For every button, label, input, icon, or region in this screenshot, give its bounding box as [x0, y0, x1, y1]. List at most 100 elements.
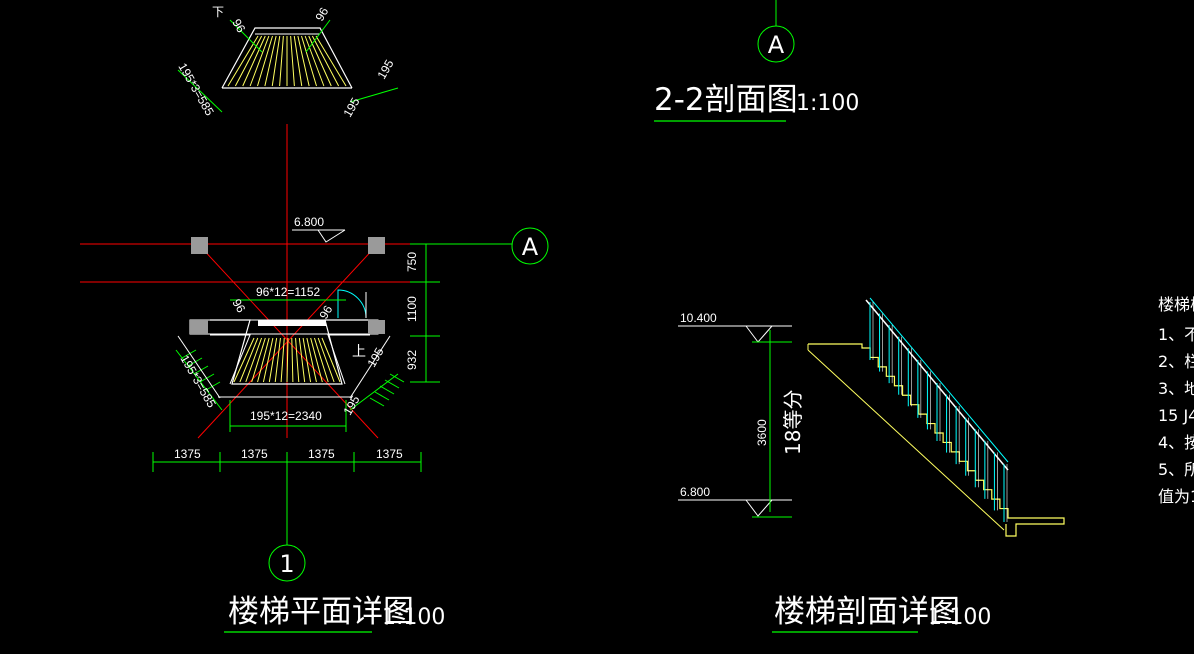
- top-tread-line: [279, 35, 284, 87]
- column-slab-right: [368, 320, 385, 334]
- plan-side-tick-left: [205, 381, 221, 391]
- top-side-right-dim: 195: [374, 57, 396, 82]
- axis-a-label: A: [522, 233, 539, 261]
- section-scale: 1:100: [928, 605, 991, 630]
- top-fragment-outline: [221, 27, 353, 89]
- wall-right-outer: [349, 335, 391, 399]
- plan-tread-line: [239, 337, 259, 383]
- axis-diagonal-left: [199, 245, 379, 439]
- top-dim-line-right: [349, 87, 399, 103]
- column-left: [191, 237, 208, 254]
- top-small-96: 96: [229, 17, 248, 36]
- plan-side-left-line: [175, 349, 223, 411]
- plan-side-right-line: [349, 373, 399, 411]
- plan-side-tick-right: [379, 385, 395, 395]
- axis-a-bubble: [511, 227, 549, 265]
- section-22-scale: 1:100: [796, 91, 859, 116]
- plan-tread-line: [286, 337, 289, 383]
- railing-handrail-inner: [869, 297, 1009, 463]
- dim-tread-top: 96*12=1152: [256, 285, 321, 299]
- dim-bottom-3: 1375: [308, 447, 335, 461]
- dim-right-932: 932: [405, 350, 419, 370]
- dim-bottom-4: 1375: [376, 447, 403, 461]
- section-height: 3600: [755, 419, 769, 446]
- dim-bottom-1: 1375: [174, 447, 201, 461]
- top-treads: [227, 35, 347, 87]
- notes-item-4: 15 J4: [1158, 406, 1194, 425]
- plan-tread-line: [280, 337, 285, 383]
- top-tread-line: [304, 35, 325, 87]
- column-slab-left: [190, 320, 208, 334]
- section-title: 楼梯剖面详图: [774, 594, 960, 630]
- axis-diagonal-right: [197, 245, 377, 439]
- stair-section: 10.400 6.800 3600 18等分 楼梯剖面详图 1:100: [678, 297, 1065, 633]
- plan-small-96-left: 96: [229, 297, 248, 316]
- notes-item-3: 3、地: [1158, 379, 1194, 398]
- plan-side-tick-left: [187, 357, 203, 367]
- notes-item-1: 1、不: [1158, 325, 1194, 344]
- notes-item-2: 2、栏: [1158, 352, 1194, 371]
- plan-tread-line: [262, 337, 274, 383]
- plan-tread-line: [321, 337, 341, 383]
- section-stair-soffit: [807, 349, 1005, 531]
- plan-side-tick-right: [389, 373, 405, 383]
- section-22-title: 2-2剖面图: [654, 82, 798, 118]
- plan-up-label: 上: [352, 343, 366, 359]
- plan-side-tick-right: [369, 397, 385, 407]
- plan-side-right-dim: 195: [364, 345, 386, 370]
- top-tread-line: [311, 35, 340, 87]
- section-divisions: 18等分: [781, 390, 805, 455]
- section-stair-profile: [808, 343, 1065, 537]
- plan-tread-line: [233, 337, 255, 383]
- top-tread-line: [301, 35, 317, 87]
- level-bottom-triangle: [745, 499, 773, 517]
- plan-title: 楼梯平面详图: [228, 594, 414, 630]
- top-side-left-dim: 195*3=585: [175, 61, 216, 119]
- top-tread-line: [290, 35, 295, 87]
- top-dim-line-96: [229, 19, 263, 53]
- plan-tread-line: [298, 337, 306, 383]
- top-dim-line-left: [177, 69, 223, 113]
- plan-tread-line: [295, 337, 300, 383]
- plan-stair-right-edge: [327, 334, 370, 385]
- plan-tread-line: [245, 337, 263, 383]
- axis-a-top-label: A: [768, 31, 785, 59]
- door-swing: [337, 289, 367, 319]
- plan-tread-line: [274, 337, 281, 383]
- plan-tread-line: [302, 337, 312, 383]
- top-tread-line: [249, 35, 270, 87]
- section-stairs: [807, 343, 1065, 537]
- section-22-header: A 2-2剖面图 1:100: [654, 0, 859, 122]
- wall-left-outer: [177, 335, 221, 399]
- plan-tread-line: [268, 337, 278, 383]
- top-small-96-right: 96: [312, 5, 331, 24]
- notes-title: 楼梯栏: [1158, 295, 1194, 314]
- notes-block: 楼梯栏 1、不 2、栏 3、地 15 J4 4、按 5、所 值为1: [1158, 295, 1194, 506]
- dim-tread-bottom: 195*12=2340: [250, 409, 322, 423]
- top-down-label: 下: [212, 5, 224, 19]
- level-top-triangle: [745, 325, 773, 343]
- plan-side-tick-right: [384, 379, 400, 389]
- top-tread-line: [227, 35, 259, 87]
- axis-1-label: 1: [279, 550, 294, 578]
- top-tread-line: [315, 35, 347, 87]
- axis-a-top-bubble: [757, 25, 795, 63]
- railing-bar: [258, 320, 326, 326]
- top-tread-line: [234, 35, 263, 87]
- plan-tread-line: [251, 337, 266, 383]
- notes-item-7: 值为1: [1158, 487, 1194, 506]
- section-railing: [865, 297, 1009, 522]
- notes-item-5: 4、按: [1158, 433, 1194, 452]
- top-tread-line: [297, 35, 310, 87]
- plan-side-tick-right: [374, 391, 390, 401]
- top-tread-line: [257, 35, 273, 87]
- dim-right-1100: 1100: [405, 296, 419, 322]
- dim-right-750: 750: [405, 252, 419, 272]
- plan-tread-line: [313, 337, 329, 383]
- level-triangle: [317, 229, 346, 243]
- top-tread-line: [293, 35, 303, 87]
- plan-stair-left-edge: [210, 334, 251, 385]
- plan-tread-line: [291, 337, 294, 383]
- plan-tread-line: [317, 337, 335, 383]
